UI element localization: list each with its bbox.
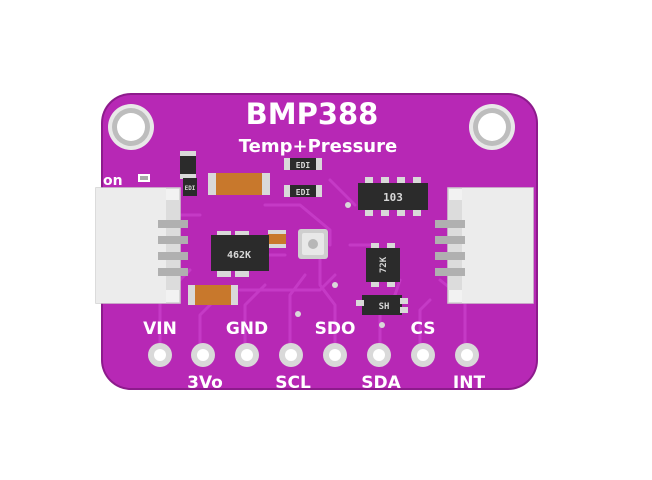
pin-label-sda: SDA [361, 373, 401, 393]
resistor-array-chip: 103 [358, 177, 428, 216]
pin-label-int: INT [453, 373, 486, 393]
capacitor-bottom [188, 285, 238, 305]
board-title: BMP388 [246, 97, 379, 131]
mosfet-chip: 72K [366, 243, 400, 287]
pin-label-sdo: SDO [315, 319, 356, 339]
pin-hole [411, 343, 435, 367]
led-label: on [103, 173, 123, 189]
pin-label-3vo: 3Vo [187, 373, 223, 393]
small-fet-chip: SH [356, 295, 408, 315]
smd-resistor-2: EDI [284, 158, 322, 170]
pin-label-scl: SCL [275, 373, 311, 393]
pin-hole [148, 343, 172, 367]
pin-hole [279, 343, 303, 367]
capacitor-small [268, 230, 286, 248]
pin-label-cs: CS [410, 319, 435, 339]
board-subtitle: Temp+Pressure [239, 136, 397, 157]
smd-marking-3: EDI [185, 185, 196, 192]
pin-label-vin: VIN [143, 319, 177, 339]
pin-hole [455, 343, 479, 367]
pin-hole [191, 343, 215, 367]
capacitor-top [208, 173, 270, 195]
pin-hole [323, 343, 347, 367]
smd-marking-1: EDI [296, 161, 311, 170]
connector-left [95, 187, 188, 304]
bmp388-sensor [298, 229, 328, 259]
connector-right [435, 187, 534, 304]
smd-resistor-4: EDI [183, 178, 197, 196]
mosfet-marking: 72K [379, 256, 389, 273]
pin-label-gnd: GND [226, 319, 268, 339]
smd-resistor-3: EDI [284, 185, 322, 197]
voltage-regulator-chip: 462K [211, 231, 269, 277]
smd-resistor-1 [180, 151, 196, 179]
pin-header [148, 343, 479, 367]
vias [295, 202, 385, 328]
power-led [138, 174, 150, 182]
mounting-hole-left [108, 104, 154, 150]
regulator-marking: 462K [227, 250, 251, 261]
resistor-array-marking: 103 [383, 191, 403, 204]
smd-marking-2: EDI [296, 188, 311, 197]
pin-hole [235, 343, 259, 367]
small-fet-marking: SH [379, 302, 390, 312]
pin-hole [367, 343, 391, 367]
mounting-hole-right [469, 104, 515, 150]
